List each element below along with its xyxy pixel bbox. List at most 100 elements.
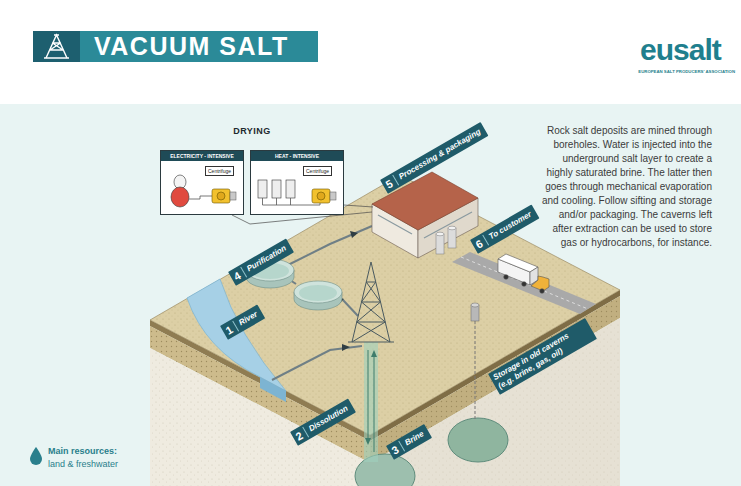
drying-panels: [258, 180, 267, 198]
borehole: [374, 356, 375, 452]
callout-number: 6: [474, 235, 490, 251]
callout-label: To customer: [487, 210, 533, 243]
truck: [540, 289, 545, 294]
logo-wordmark: eusalt: [640, 33, 721, 67]
callout-label: Processing & packaging: [397, 127, 482, 182]
drying-panels: [250, 150, 344, 215]
callout-tag: 4Purification: [228, 238, 294, 285]
drying-panels: [317, 192, 325, 200]
road: [452, 252, 596, 314]
leader-lines: [232, 212, 372, 224]
borehole: [368, 350, 369, 440]
flow-arrows: [350, 231, 358, 238]
box-heading: HEAT - INTENSIVE: [251, 151, 343, 161]
callout-label: Brine: [403, 429, 426, 448]
salt-caverns: [448, 418, 508, 462]
drying-panels: [286, 180, 295, 198]
section-heading: DRYING: [233, 126, 271, 136]
borehole: [364, 342, 378, 462]
derrick-icon: [44, 35, 69, 58]
drying-panels: [160, 150, 344, 215]
river: [260, 377, 286, 402]
road: [452, 252, 596, 314]
drying-panels: [160, 150, 244, 215]
title-banner: [33, 31, 80, 62]
factory: [448, 228, 456, 248]
callout-tag: 6To customer: [470, 205, 539, 254]
drying-panels: [272, 180, 281, 198]
callout-number: 2: [294, 427, 310, 443]
resources-heading: Main resources:: [48, 446, 117, 456]
callout-label: Storage in old caverns (e.g. brine, gas,…: [492, 322, 592, 391]
callout-tag: 1River: [220, 304, 265, 339]
drying-panels: [189, 196, 212, 199]
callout-number: 3: [390, 441, 406, 457]
drying-panels: [212, 189, 230, 203]
drying-panels: [330, 192, 336, 200]
callout-label: Dissolution: [307, 404, 350, 434]
factory: [372, 172, 478, 258]
purification-tanks: [294, 281, 342, 303]
derrick: [348, 342, 394, 343]
storage-well: [475, 321, 476, 420]
storage-well: [471, 303, 479, 420]
pipes: [286, 226, 372, 266]
component-label: Centrifuge: [205, 166, 234, 176]
borehole: [371, 350, 377, 357]
factory: [448, 226, 456, 230]
derrick: [352, 262, 390, 342]
storage-well: [471, 303, 479, 307]
derrick: [352, 282, 390, 342]
drying-panels: [312, 189, 330, 203]
river: [187, 279, 286, 391]
pipes: [272, 346, 362, 380]
component-label: Centrifuge: [303, 166, 332, 176]
callout-number: 1: [224, 321, 240, 337]
callout-number: 5: [384, 175, 400, 191]
callout-label: River: [237, 310, 259, 329]
title-banner: [33, 31, 318, 62]
header-background: [0, 0, 741, 104]
leader-lines: [344, 205, 373, 207]
derrick-icon: [44, 35, 69, 58]
factory: [436, 234, 444, 254]
derrick: [348, 262, 394, 342]
callout-tag: 5Processing & packaging: [380, 122, 488, 194]
box-heading: ELECTRICITY - INTENSIVE: [161, 151, 243, 161]
drying-panels: [171, 187, 189, 207]
callout-tag: 2Dissolution: [290, 399, 356, 446]
factory: [378, 212, 472, 238]
truck: [498, 254, 538, 272]
truck: [531, 276, 549, 291]
pipes: [343, 300, 358, 316]
drying-panels: [230, 192, 236, 200]
description-text: Rock salt deposits are mined through bor…: [540, 124, 712, 250]
title-text: VACUUM SALT: [94, 31, 289, 62]
river: [187, 279, 286, 402]
factory: [378, 215, 412, 234]
purification-tanks: [299, 285, 337, 301]
callout-tag: 3Brine: [386, 424, 432, 460]
drying-panels: [217, 192, 225, 200]
callout-tag: Storage in old caverns (e.g. brine, gas,…: [488, 318, 597, 395]
factory: [372, 172, 478, 230]
factory: [436, 232, 444, 236]
truck: [522, 282, 527, 287]
borehole: [365, 438, 371, 445]
water-drop-icon: [30, 447, 42, 465]
resources-text: land & freshwater: [48, 459, 118, 469]
truck: [498, 254, 549, 293]
logo-subtitle: EUROPEAN SALT PRODUCERS' ASSOCIATION: [638, 69, 735, 74]
drying-method-box: HEAT - INTENSIVE Centrifuge: [250, 150, 344, 215]
callout-number: 4: [232, 267, 248, 283]
truck: [504, 275, 509, 280]
storage-well: [471, 305, 479, 321]
title-banner: [80, 31, 318, 62]
borehole: [364, 342, 378, 462]
drying-panels: [263, 198, 321, 205]
flow-arrows: [342, 344, 350, 351]
drying-method-box: ELECTRICITY - INTENSIVE Centrifuge: [160, 150, 244, 215]
